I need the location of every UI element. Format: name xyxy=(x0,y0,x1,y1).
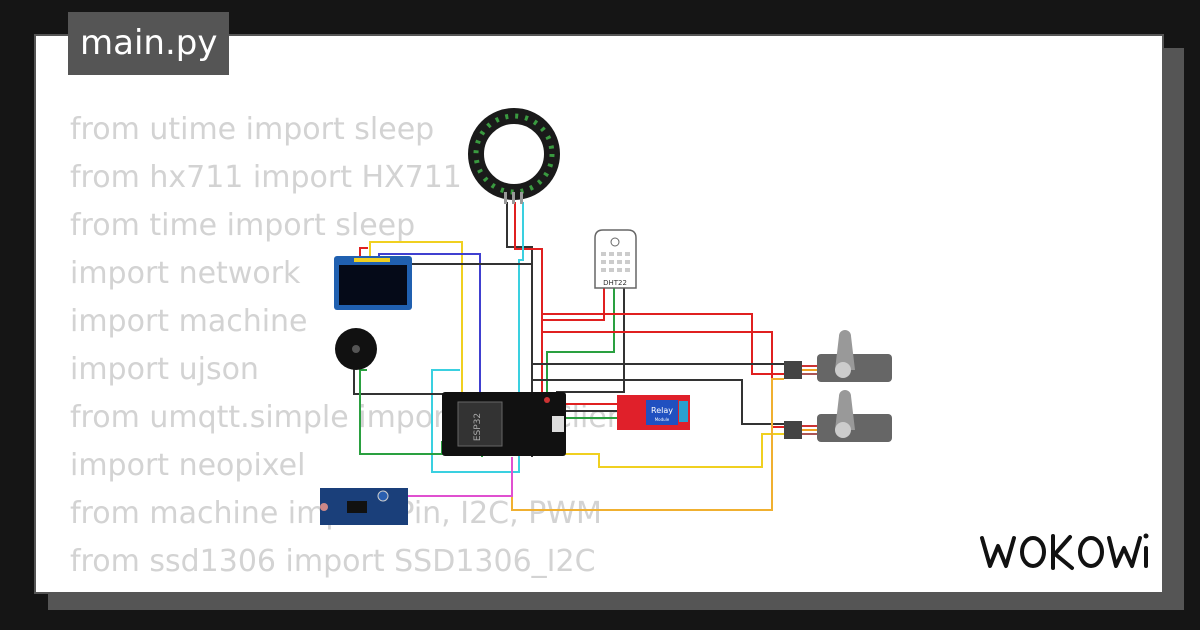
code-listing: from utime import sleep from hx711 impor… xyxy=(70,106,638,592)
oled-display xyxy=(334,256,412,310)
code-line: import machine xyxy=(70,304,308,339)
relay-module: Relay Module xyxy=(617,395,690,430)
relay-sublabel: Module xyxy=(655,417,670,422)
file-tab: main.py xyxy=(68,12,230,75)
code-line: from hx711 import HX711 xyxy=(70,160,462,195)
buzzer xyxy=(335,328,377,370)
code-line: import neopixel xyxy=(70,448,306,483)
ldr-sensor-module xyxy=(320,488,408,525)
esp32-board: ESP32 xyxy=(442,392,566,456)
wokwi-logo xyxy=(980,533,1149,570)
wires xyxy=(353,202,784,511)
dht-label: DHT22 xyxy=(603,279,627,287)
project-preview-card: from utime import sleep from hx711 impor… xyxy=(34,34,1164,594)
code-line: import ujson xyxy=(70,352,259,387)
esp32-label: ESP32 xyxy=(473,413,483,441)
code-line: import network xyxy=(70,256,301,291)
servo-motor-1 xyxy=(784,330,892,382)
circuit-diagram: DHT22 ESP32 Relay Module xyxy=(320,108,892,525)
code-line: from ssd1306 import SSD1306_I2C xyxy=(70,544,596,579)
code-line: from time import sleep xyxy=(70,208,416,243)
code-line: from utime import sleep xyxy=(70,112,435,147)
neopixel-ring xyxy=(468,108,560,204)
servo-motor-2 xyxy=(784,390,892,442)
dht22-sensor: DHT22 xyxy=(594,229,637,289)
relay-label: Relay xyxy=(651,406,673,415)
